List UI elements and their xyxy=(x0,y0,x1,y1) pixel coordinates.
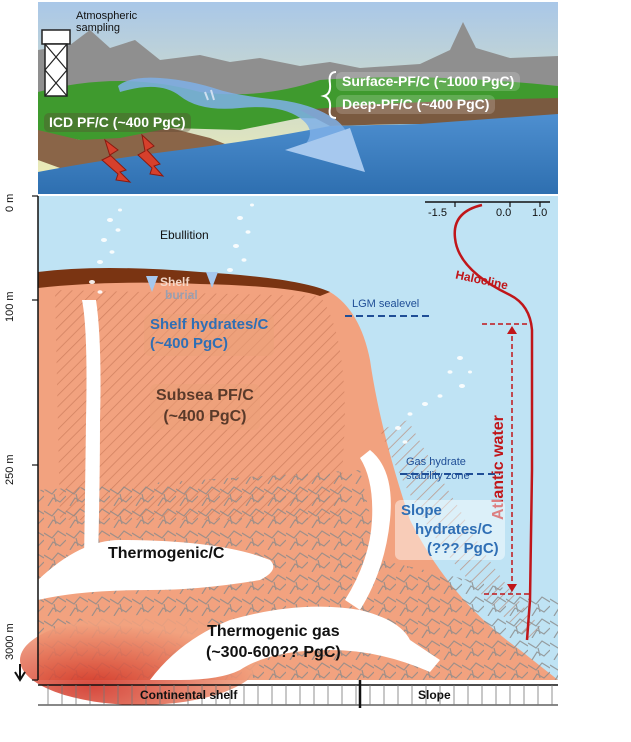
gas-bubbles xyxy=(89,203,472,444)
thermogenic-gas-line-1: Thermogenic gas xyxy=(207,623,340,640)
arrow-down-icon xyxy=(507,584,517,592)
depth-arrow-icon xyxy=(14,664,26,682)
thermogenic-c-label: Thermogenic/C xyxy=(108,545,225,562)
halocline-profile xyxy=(453,203,534,641)
shelf-label: Shelf xyxy=(160,275,190,289)
gas-conduit-slope xyxy=(345,450,391,610)
depth-tick-100: 100 m xyxy=(4,291,16,322)
gas-hydrate-line-2: stability zone xyxy=(406,469,470,482)
depth-tick-250: 250 m xyxy=(4,454,16,485)
sampling-tower-icon xyxy=(41,29,71,97)
icd-pf-label: ICD PF/C (~400 PgC) xyxy=(44,113,191,133)
slope-hatch xyxy=(380,420,545,640)
slope-axis-label: Slope xyxy=(418,688,451,702)
shelf-hydrates-line-1: Shelf hydrates/C xyxy=(150,316,269,333)
shelf-hydrates-line-2: (~400 PgC) xyxy=(150,334,228,352)
thermogenic-gas-line-2: (~300-600?? PgC) xyxy=(206,643,341,661)
burial-label: burial xyxy=(165,288,198,302)
arrow-up-icon xyxy=(507,326,517,334)
landscape-panel xyxy=(38,2,558,194)
lgm-sealevel-label: LGM sealevel xyxy=(352,298,420,310)
gas-hydrate-label: Gas hydrate stability zone xyxy=(406,456,470,484)
continental-shelf-label: Continental shelf xyxy=(140,688,238,702)
surface-pf-label: Surface-PF/C (~1000 PgC) xyxy=(336,72,521,92)
sea-top xyxy=(38,114,558,194)
slope-hydrates-label: Slope hydrates/C (??? PgC) xyxy=(395,500,505,561)
slope-hydrates-line-2: hydrates/C xyxy=(415,520,493,538)
thermogenic-gas-label: Thermogenic gas (~300-600?? PgC) xyxy=(206,622,341,664)
gas-hydrate-line-1: Gas hydrate xyxy=(406,456,466,468)
tower-label: Atmospheric sampling xyxy=(76,10,138,35)
river-arrow-icon xyxy=(285,128,365,172)
thermogenic-c-conduit xyxy=(38,540,274,600)
subsea-pf-line-1: Subsea PF/C xyxy=(156,387,254,404)
salinity-tick-2: 0.0 xyxy=(496,207,512,219)
brace-icon xyxy=(320,71,337,119)
slope-hydrates-line-1: Slope xyxy=(401,502,442,519)
thermogenic-gas-conduit xyxy=(150,606,440,680)
subsurface-panel xyxy=(14,195,558,705)
salinity-tick-1: -1.5 xyxy=(428,207,447,219)
salinity-tick-3: 1.0 xyxy=(532,207,548,219)
gas-conduit-left xyxy=(82,300,101,560)
subsea-pf-line-2: (~400 PgC) xyxy=(163,407,247,425)
shelf-crust xyxy=(38,268,330,296)
depth-tick-3000: 3000 m xyxy=(4,623,16,660)
deep-pf-label: Deep-PF/C (~400 PgC) xyxy=(336,95,496,115)
shelf-hydrates-label: Shelf hydrates/C (~400 PgC) xyxy=(144,314,275,356)
ebullition-label: Ebullition xyxy=(160,228,209,242)
tiny-emission-icon xyxy=(204,89,215,101)
slope-hydrates-line-3: (??? PgC) xyxy=(427,539,499,557)
depth-tick-0: 0 m xyxy=(4,193,16,212)
bottom-scale xyxy=(38,680,558,708)
burial-arrow-icon xyxy=(146,272,218,292)
subsea-pf-label: Subsea PF/C (~400 PgC) xyxy=(150,384,260,430)
emission-arrow-icon xyxy=(101,133,165,183)
